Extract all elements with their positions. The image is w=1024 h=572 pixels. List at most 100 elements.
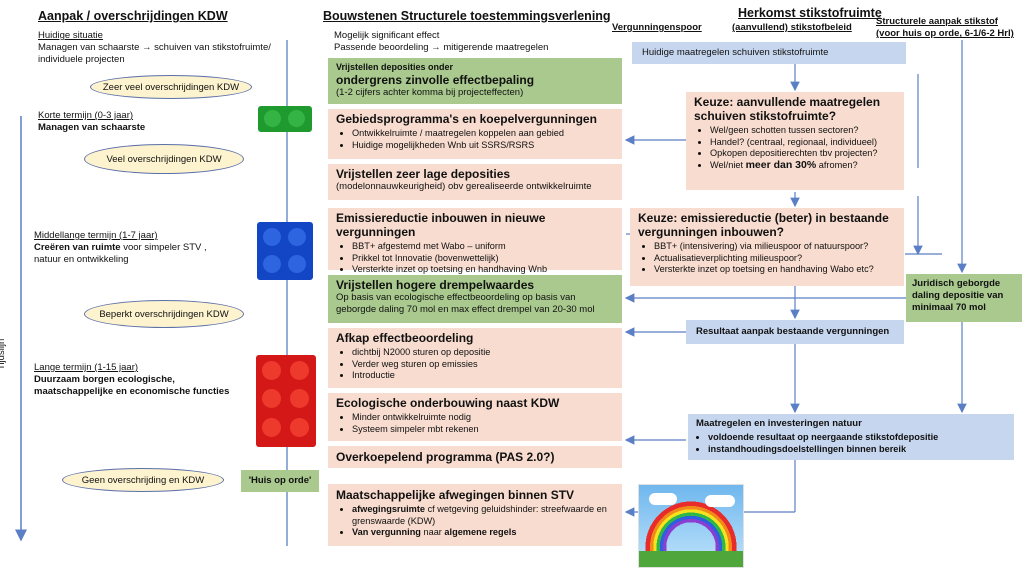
k1-item: Handel? (centraal, regionaal, individuee… [710, 137, 896, 149]
middel-text: Creëren van ruimte voor simpeler STV ,na… [34, 242, 239, 266]
b6-item: dichtbij N2000 sturen op depositie [352, 347, 614, 359]
k1-item: Opkopen depositierechten tbv projecten? [710, 148, 896, 160]
b9-item: afwegingsruimte cf wetgeving geluidshind… [352, 504, 614, 527]
b6-title: Afkap effectbeoordeling [336, 331, 474, 345]
middle-header: Bouwstenen Structurele toestemmingsverle… [323, 9, 611, 23]
b9-list: afwegingsruimte cf wetgeving geluidshind… [336, 504, 614, 539]
b9-item: Van vergunning naar algemene regels [352, 527, 614, 539]
lang-title: Lange termijn (1-15 jaar) [34, 362, 139, 373]
block-keuze-emissiereductie: Keuze: emissiereductie (beter) in bestaa… [630, 208, 904, 286]
b9-item1-bold: afwegingsruimte [352, 504, 426, 514]
k1-list: Wel/geen schotten tussen sectoren? Hande… [694, 125, 896, 171]
b7-title: Ecologische onderbouwing naast KDW [336, 396, 560, 410]
k1-last-post: afromen? [816, 159, 858, 170]
natuur-item: instandhoudingsdoelstellingen binnen ber… [708, 444, 1006, 456]
lang-text: Duurzaam borgen ecologische, maatschappe… [34, 374, 230, 397]
b3-text: (modelonnauwkeurigheid) obv gerealiseerd… [336, 181, 592, 192]
oval-geen: Geen overschrijding en KDW [62, 468, 224, 492]
sub-voor-huis-op-orde: (voor huis op orde, 6-1/6-2 Hrl) [876, 28, 1014, 39]
b9-item1-rest: cf wetgeving geluidshinder: streefwaarde… [352, 504, 607, 526]
right-header: Herkomst stikstofruimte [738, 6, 882, 20]
sub-herkomst: (aanvullend) stikstofbeleid [732, 22, 852, 33]
block-overkoepelend-programma: Overkoepelend programma (PAS 2.0?) [328, 446, 622, 468]
middle-line1: Mogelijk significant effect [334, 30, 440, 41]
b8-title: Overkoepelend programma (PAS 2.0?) [336, 450, 555, 464]
k2-list: BBT+ (intensivering) via milieuspoor of … [638, 241, 896, 276]
block-gebiedsprogramma: Gebiedsprogramma's en koepelvergunningen… [328, 109, 622, 159]
natuur-title: Maatregelen en investeringen natuur [696, 418, 862, 429]
b6-item: Verder weg sturen op emissies [352, 359, 614, 371]
b4-title: Emissiereductie inbouwen in nieuwe vergu… [336, 211, 546, 239]
b3-title: Vrijstellen zeer lage deposities [336, 167, 511, 181]
sub-structurele-aanpak: Structurele aanpak stikstof [876, 16, 998, 27]
block-keuze-aanvullend: Keuze: aanvullende maatregelen schuiven … [686, 92, 904, 190]
lego-red-icon [256, 355, 316, 447]
b4-item: Prikkel tot Innovatie (bovenwettelijk) [352, 253, 614, 265]
middel-title: Middellange termijn (1-7 jaar) [34, 230, 158, 241]
b4-item: Versterkte inzet op toetsing en handhavi… [352, 264, 614, 276]
block-maatregelen-natuur: Maatregelen en investeringen natuur vold… [688, 414, 1014, 460]
block-juridisch-geborgd: Juridisch geborgde daling depositie van … [906, 274, 1022, 322]
block-afkap-effectbeoordeling: Afkap effectbeoordeling dichtbij N2000 s… [328, 328, 622, 388]
b9-item2-mid: naar [420, 527, 445, 538]
oval-veel: Veel overschrijdingen KDW [84, 144, 244, 174]
rainbow-image [638, 484, 744, 568]
block-emissiereductie-nieuw: Emissiereductie inbouwen in nieuwe vergu… [328, 208, 622, 274]
block-ecologische-onderbouwing: Ecologische onderbouwing naast KDW Minde… [328, 393, 622, 441]
k1-last-bold: meer dan 30% [745, 158, 817, 171]
b5-title: Vrijstellen hogere drempelwaardes [336, 278, 535, 292]
sub-vergunningenspoor: Vergunningenspoor [612, 22, 702, 33]
b2-item: Ontwikkelruimte / maatregelen koppelen a… [352, 128, 614, 140]
block-maatschappelijke-afwegingen: Maatschappelijke afwegingen binnen STV a… [328, 484, 622, 546]
lego-blue-icon [257, 222, 313, 280]
situatie-text: Managen van schaarste → schuiven van sti… [38, 42, 271, 65]
oval-beperkt-label: Beperkt overschrijdingen KDW [99, 308, 229, 320]
b4-list: BBT+ afgestemd met Wabo – uniform Prikke… [336, 241, 614, 276]
block-zeer-lage-deposities: Vrijstellen zeer lage deposities (modelo… [328, 164, 622, 200]
middle-line2: Passende beoordeling → mitigerende maatr… [334, 42, 549, 53]
k2-item: Versterkte inzet op toetsing en handhavi… [654, 264, 896, 276]
middel-rest2: natuur en ontwikkeling [34, 254, 129, 265]
b9-title: Maatschappelijke afwegingen binnen STV [336, 488, 575, 502]
b5-text: Op basis van ecologische effectbeoordeli… [336, 292, 595, 315]
block-vrijstellen-ondergrens: Vrijstellen deposities onder ondergrens … [328, 58, 622, 104]
b7-item: Systeem simpeler mbt rekenen [352, 424, 614, 436]
b9-item2-bold2: algemene regels [444, 527, 517, 538]
block-hogere-drempelwaardes: Vrijstellen hogere drempelwaardes Op bas… [328, 275, 622, 323]
b4-item: BBT+ afgestemd met Wabo – uniform [352, 241, 614, 253]
kort-text: Managen van schaarste [38, 122, 146, 133]
left-header: Aanpak / overschrijdingen KDW [38, 9, 228, 23]
b6-list: dichtbij N2000 sturen op depositie Verde… [336, 347, 614, 382]
k2-title: Keuze: emissiereductie (beter) in bestaa… [638, 211, 889, 239]
oval-beperkt: Beperkt overschrijdingen KDW [84, 300, 244, 328]
oval-veel-label: Veel overschrijdingen KDW [106, 153, 222, 165]
kort-title: Korte termijn (0-3 jaar) [38, 110, 134, 121]
lego-green-icon [258, 106, 312, 132]
b7-list: Minder ontwikkelruimte nodig Systeem sim… [336, 412, 614, 435]
natuur-item: voldoende resultaat op neergaande stikst… [708, 432, 1006, 444]
oval-zeer-veel: Zeer veel overschrijdingen KDW [90, 75, 252, 99]
b2-list: Ontwikkelruimte / maatregelen koppelen a… [336, 128, 614, 151]
b1-text: (1-2 cijfers achter komma bij projecteff… [336, 87, 524, 98]
k1-item: Wel/niet meer dan 30% afromen? [710, 158, 896, 172]
block-resultaat-aanpak: Resultaat aanpak bestaande vergunningen [686, 320, 904, 344]
b9-item2-bold: Van vergunning [352, 527, 421, 538]
middel-rest1: voor simpeler STV , [120, 242, 207, 253]
oval-geen-label: Geen overschrijding en KDW [81, 474, 205, 486]
k1-last-pre: Wel/niet [710, 159, 746, 170]
timeline-label: Tijdslijn [0, 338, 7, 370]
k2-item: Actualisatieverplichting milieuspoor? [654, 253, 896, 265]
huis-op-orde-label: 'Huis op orde' [241, 470, 319, 492]
block-huidige-maatregelen: Huidige maatregelen schuiven stikstofrui… [632, 42, 906, 64]
b2-title: Gebiedsprogramma's en koepelvergunningen [336, 112, 597, 126]
k1-item: Wel/geen schotten tussen sectoren? [710, 125, 896, 137]
b7-item: Minder ontwikkelruimte nodig [352, 412, 614, 424]
situatie-title: Huidige situatie [38, 30, 103, 41]
b1-title: ondergrens zinvolle effectbepaling [336, 73, 535, 87]
b2-item: Huidige mogelijkheden Wnb uit SSRS/RSRS [352, 140, 614, 152]
b6-item: Introductie [352, 370, 614, 382]
k1-title: Keuze: aanvullende maatregelen schuiven … [694, 95, 881, 123]
middel-bold: Creëren van ruimte [34, 242, 121, 253]
oval-zeer-veel-label: Zeer veel overschrijdingen KDW [102, 81, 240, 93]
b1-small: Vrijstellen deposities onder [336, 62, 454, 72]
